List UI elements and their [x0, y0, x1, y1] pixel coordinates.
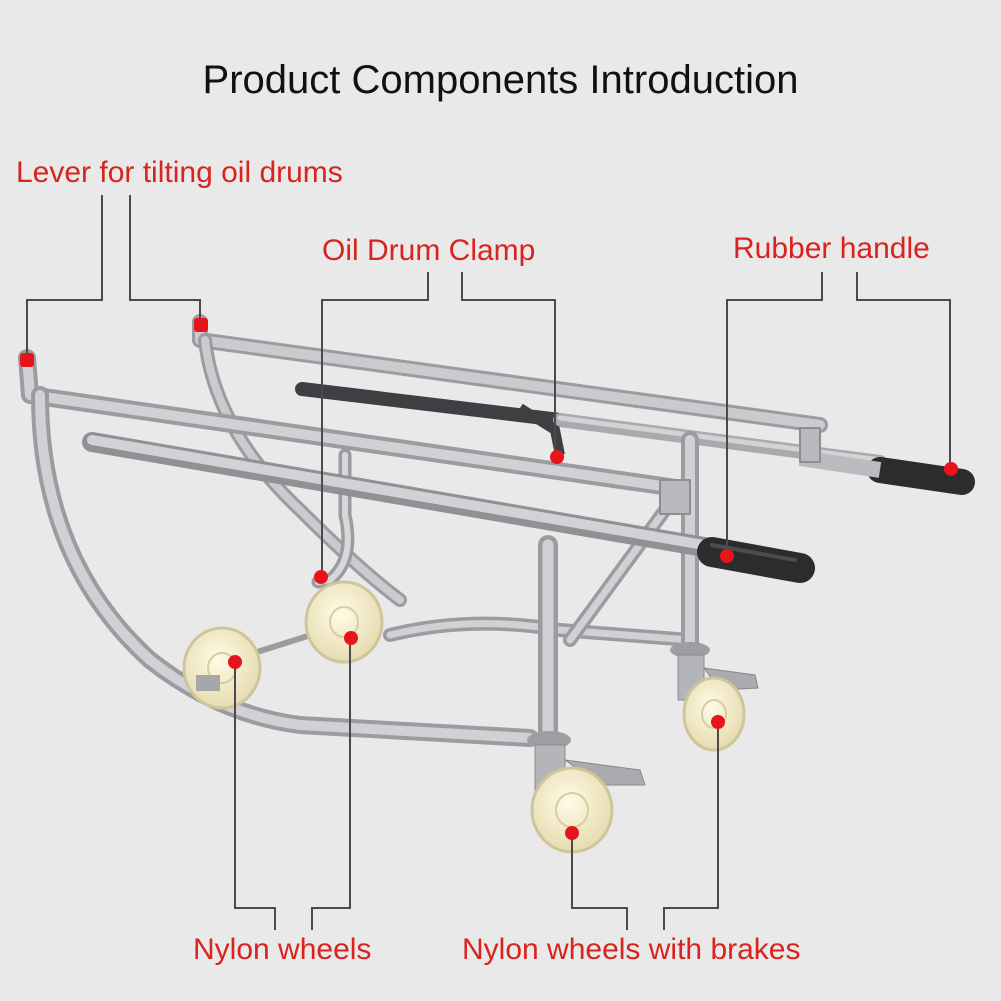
label-nylon-wheels-with-brakes: Nylon wheels with brakes: [462, 933, 801, 966]
marker-brake-wheel-2: [711, 715, 725, 729]
marker-clamp-1: [314, 570, 328, 584]
page-title: Product Components Introduction: [202, 58, 799, 102]
caster-wheel-rear: [670, 642, 759, 752]
marker-brake-wheel-1: [565, 826, 579, 840]
marker-clamp-2: [550, 450, 564, 464]
marker-dots: [20, 318, 958, 840]
nylon-wheel-right: [304, 580, 384, 664]
marker-lever-2: [194, 318, 208, 332]
label-rubber-handle: Rubber handle: [733, 232, 930, 265]
caster-wheel-front: [527, 731, 646, 854]
marker-handle-1: [720, 549, 734, 563]
leader-lines: [26, 195, 951, 930]
nylon-wheel-left: [182, 626, 262, 710]
marker-lever-1: [20, 353, 34, 367]
front-frame: [18, 349, 821, 747]
marker-wheel-2: [344, 631, 358, 645]
rear-handle-bar: [295, 382, 975, 495]
label-oil-drum-clamp: Oil Drum Clamp: [322, 234, 536, 267]
marker-wheel-1: [228, 655, 242, 669]
label-nylon-wheels: Nylon wheels: [193, 933, 372, 966]
marker-handle-2: [944, 462, 958, 476]
label-lever: Lever for tilting oil drums: [16, 156, 343, 189]
